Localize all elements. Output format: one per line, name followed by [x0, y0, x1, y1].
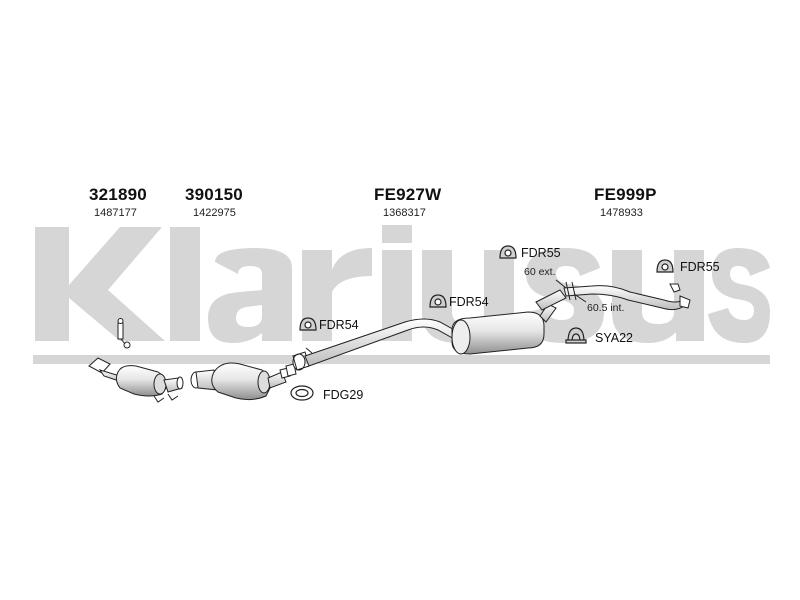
ref-number-1478933: 1478933 [600, 207, 643, 219]
dimension-int: 60.5 int. [587, 302, 625, 314]
ref-number-1368317: 1368317 [383, 207, 426, 219]
rubber-hanger-icon [656, 259, 674, 273]
callout-fdr55-rear: FDR55 [680, 260, 720, 274]
rubber-hanger-icon [499, 245, 517, 259]
callout-fdr54-front: FDR54 [319, 318, 359, 332]
clamp-icon [565, 327, 587, 344]
part-number-FE927W: FE927W [374, 185, 442, 204]
callout-fdr54-middle: FDR54 [449, 295, 489, 309]
gasket-icon [290, 385, 314, 401]
rubber-hanger-icon [299, 317, 317, 331]
watermark-logo [33, 225, 770, 364]
part-number-321890: 321890 [89, 185, 147, 204]
ref-number-1422975: 1422975 [193, 207, 236, 219]
intermediate-pipe-silencer [292, 303, 557, 371]
front-catalytic-converter [88, 318, 184, 403]
callout-sya22: SYA22 [595, 331, 633, 345]
rubber-hanger-icon [429, 294, 447, 308]
dimension-ext: 60 ext. [524, 266, 556, 278]
part-number-FE999P: FE999P [594, 185, 657, 204]
lambda-sensor-icon [117, 318, 131, 349]
callout-fdr55-middle: FDR55 [521, 246, 561, 260]
ref-number-1487177: 1487177 [94, 207, 137, 219]
catalytic-converter [190, 362, 297, 401]
rear-tail-pipe [535, 279, 691, 311]
callout-fdg29: FDG29 [323, 388, 364, 402]
part-number-390150: 390150 [185, 185, 243, 204]
